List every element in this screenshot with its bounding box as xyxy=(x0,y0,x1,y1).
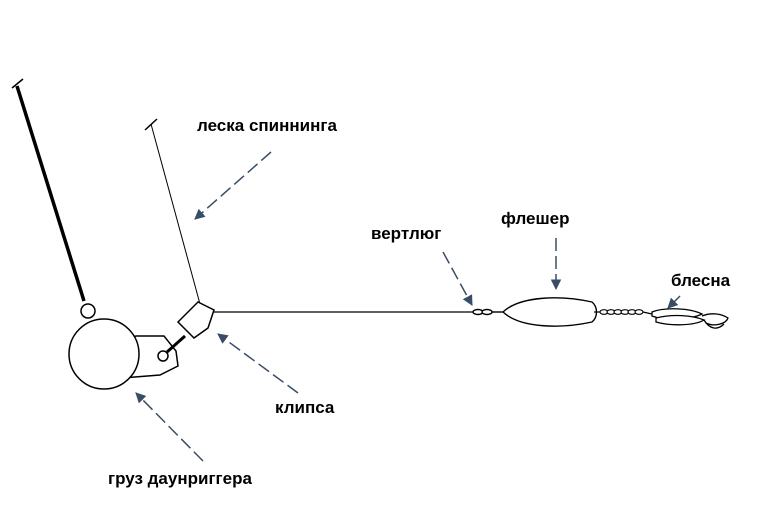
label-flasher: флешер xyxy=(501,209,570,228)
label-spinning-line: леска спиннинга xyxy=(197,116,337,135)
label-swivel: вертлюг xyxy=(371,224,442,243)
downrigger-weight xyxy=(68,303,186,390)
label-spoon: блесна xyxy=(671,271,731,290)
spoon-lure xyxy=(651,308,729,329)
arrow-downrigger-weight xyxy=(135,392,204,462)
arrow-spinning-line xyxy=(194,151,272,220)
arrow-swivel xyxy=(442,251,473,306)
chain xyxy=(594,309,653,315)
spinning-line xyxy=(144,118,201,305)
downrigger-cable xyxy=(11,78,86,302)
flasher xyxy=(501,297,598,327)
arrow-spoon xyxy=(667,295,681,309)
release-clip xyxy=(176,301,215,339)
swivel xyxy=(472,308,503,316)
arrow-clip xyxy=(217,333,299,394)
label-downrigger-weight: груз даунриггера xyxy=(108,469,252,488)
label-clip: клипса xyxy=(275,398,335,417)
